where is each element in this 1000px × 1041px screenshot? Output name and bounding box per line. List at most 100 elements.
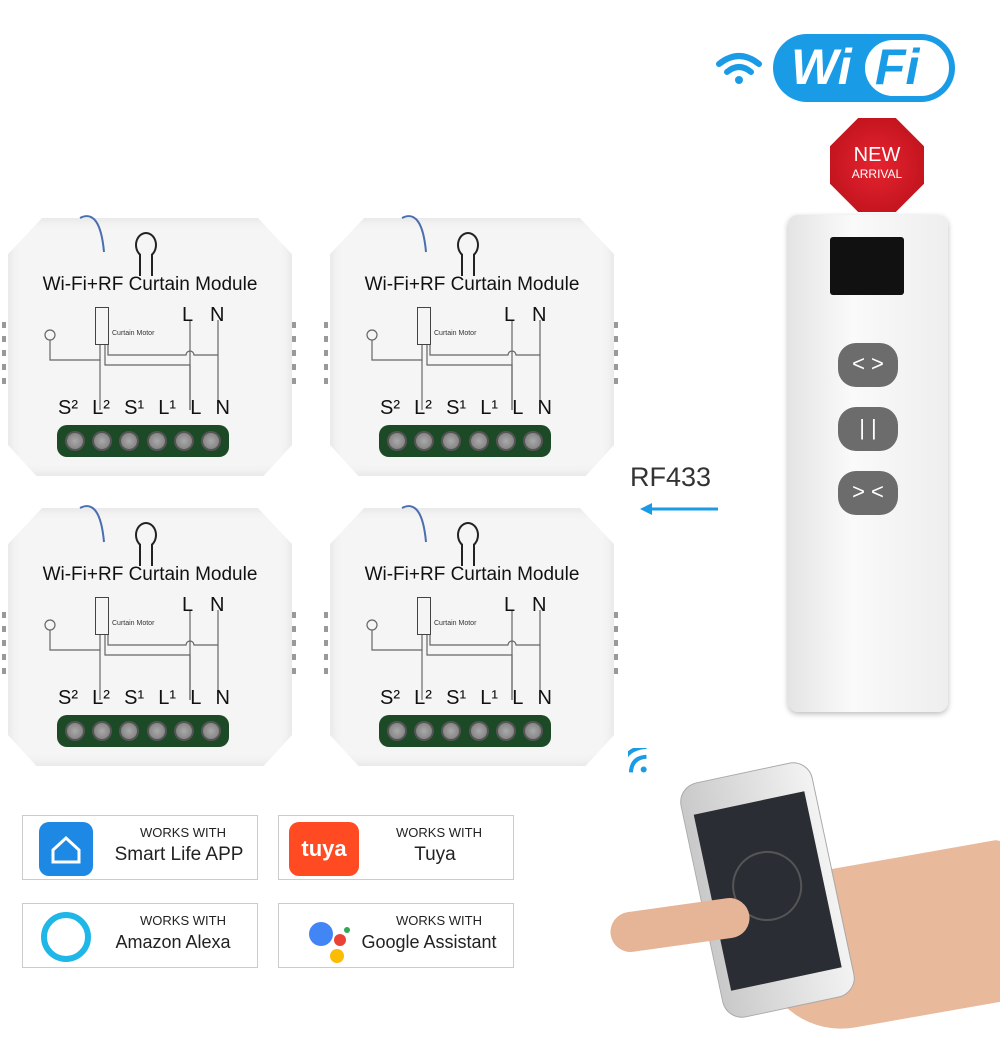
hook-stem xyxy=(139,544,153,566)
phone-screen xyxy=(693,791,842,991)
vent xyxy=(292,612,296,618)
terminal-screw xyxy=(468,431,489,451)
platform-name: Google Assistant xyxy=(361,932,497,952)
close-button[interactable]: > < xyxy=(838,471,898,515)
vent xyxy=(2,350,6,356)
vent xyxy=(324,640,328,646)
terminal-screw xyxy=(386,721,407,741)
pause-button[interactable]: | | xyxy=(838,407,898,451)
vent xyxy=(2,336,6,342)
label-n: N xyxy=(532,594,547,616)
terminal-block xyxy=(379,715,551,747)
tuya-logo-icon: tuya xyxy=(289,822,359,876)
terminal-label: L² xyxy=(92,397,110,419)
vent xyxy=(614,336,618,342)
label-l: L xyxy=(182,594,194,616)
wifi-text-wi: Wi xyxy=(791,39,852,95)
works-with-badge: WORKS WITH Google Assistant xyxy=(278,903,514,968)
label-n: N xyxy=(210,304,225,326)
curtain-motor-label: Curtain Motor xyxy=(434,330,477,337)
terminal-label: L xyxy=(512,687,524,709)
curtain-motor-label: Curtain Motor xyxy=(112,620,155,627)
curtain-motor-box xyxy=(417,307,431,345)
platform-name: Tuya xyxy=(414,844,456,865)
vent xyxy=(614,626,618,632)
curtain-module: Wi-Fi+RF Curtain Module L N Curtain Moto… xyxy=(0,500,300,770)
vent xyxy=(292,640,296,646)
label-n: N xyxy=(210,594,225,616)
vent xyxy=(292,336,296,342)
terminal-label: L² xyxy=(92,687,110,709)
vent xyxy=(614,350,618,356)
vent xyxy=(324,654,328,660)
terminal-screw xyxy=(146,721,167,741)
vent xyxy=(614,364,618,370)
terminal-screw xyxy=(91,721,112,741)
works-with-label: WORKS WITH xyxy=(140,913,226,928)
works-with-label: WORKS WITH xyxy=(140,825,226,840)
vent xyxy=(292,364,296,370)
terminal-screw xyxy=(386,431,407,451)
terminal-screw xyxy=(413,431,434,451)
label-l: L xyxy=(504,594,516,616)
terminal-label: S² xyxy=(58,397,78,419)
terminal-block xyxy=(57,425,229,457)
terminal-screw xyxy=(91,431,112,451)
vent xyxy=(324,364,328,370)
curtain-motor-box xyxy=(95,307,109,345)
vent xyxy=(292,626,296,632)
vent xyxy=(614,640,618,646)
new-arrival-badge: NEW ARRIVAL xyxy=(830,118,924,212)
wifi-signal-icon xyxy=(716,53,762,84)
hook-stem xyxy=(461,254,475,276)
terminal-screw xyxy=(495,431,516,451)
terminal-label: L xyxy=(190,397,202,419)
terminal-screw xyxy=(441,721,462,741)
terminal-screw xyxy=(64,721,85,741)
vent xyxy=(614,612,618,618)
vent xyxy=(324,350,328,356)
curtain-module: Wi-Fi+RF Curtain Module L N Curtain Moto… xyxy=(0,210,300,480)
terminal-block xyxy=(57,715,229,747)
terminal-label: L² xyxy=(414,687,432,709)
open-button[interactable]: < > xyxy=(838,343,898,387)
vent xyxy=(2,626,6,632)
module-title: Wi-Fi+RF Curtain Module xyxy=(364,564,580,585)
terminal-screw xyxy=(64,431,85,451)
vent xyxy=(2,378,6,384)
terminal-label: S¹ xyxy=(124,687,145,709)
vent xyxy=(292,668,296,674)
terminal-label: S¹ xyxy=(446,687,467,709)
vent xyxy=(324,378,328,384)
terminal-label: L xyxy=(512,397,524,419)
terminal-label: N xyxy=(215,687,230,709)
curtain-motor-label: Curtain Motor xyxy=(112,330,155,337)
works-with-badge: WORKS WITH Smart Life APP xyxy=(22,815,258,880)
smartphone xyxy=(676,758,859,1022)
module-title: Wi-Fi+RF Curtain Module xyxy=(42,564,258,585)
platform-name: Smart Life APP xyxy=(114,844,244,865)
terminal-screw xyxy=(413,721,434,741)
terminal-screw xyxy=(173,431,194,451)
smart-life-home-icon xyxy=(39,822,93,876)
vent xyxy=(324,668,328,674)
module-title: Wi-Fi+RF Curtain Module xyxy=(364,274,580,295)
curtain-motor-box xyxy=(417,597,431,635)
curtain-motor-label: Curtain Motor xyxy=(434,620,477,627)
label-l: L xyxy=(504,304,516,326)
works-with-label: WORKS WITH xyxy=(396,913,482,928)
terminal-label: L xyxy=(190,687,202,709)
alexa-ring-icon xyxy=(39,910,93,964)
vent xyxy=(292,654,296,660)
vent xyxy=(324,322,328,328)
terminal-label: S² xyxy=(380,397,400,419)
terminal-screw xyxy=(201,721,222,741)
terminal-screw xyxy=(201,431,222,451)
curtain-module: Wi-Fi+RF Curtain Module L N Curtain Moto… xyxy=(322,500,622,770)
terminal-label: L¹ xyxy=(158,687,177,709)
vent xyxy=(614,322,618,328)
arrival-text: ARRIVAL xyxy=(851,167,903,181)
